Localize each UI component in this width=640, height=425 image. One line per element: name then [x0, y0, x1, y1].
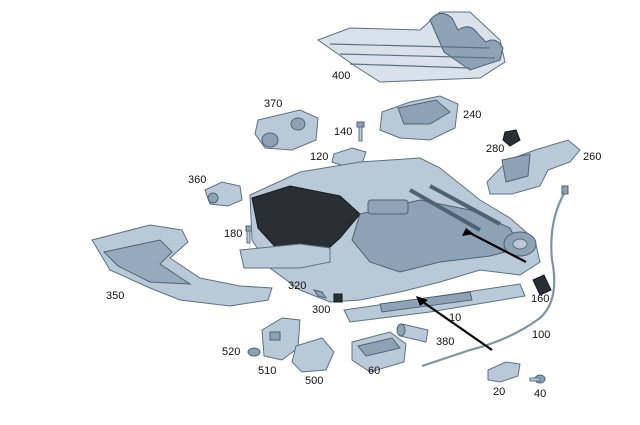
part-60-motor	[351, 331, 407, 373]
part-140-bolt	[356, 121, 365, 142]
part-main-seat-frame	[249, 157, 541, 303]
part-300-fastener	[333, 293, 343, 303]
part-350-front-pan	[91, 224, 273, 307]
label-240: 240	[463, 109, 481, 121]
label-10: 10	[449, 312, 461, 324]
label-100: 100	[532, 329, 550, 341]
part-400-spring-mat	[316, 11, 506, 83]
label-400: 400	[332, 70, 350, 82]
label-40: 40	[534, 388, 546, 400]
label-360: 360	[188, 174, 206, 186]
label-350: 350	[106, 290, 124, 302]
part-260-side-bracket	[486, 139, 581, 195]
part-240-bracket	[379, 95, 459, 141]
label-120: 120	[310, 151, 328, 163]
leader-arrow-10	[416, 296, 493, 351]
label-180: 180	[224, 228, 242, 240]
part-100-cable	[421, 185, 569, 368]
leader-arrow-160	[462, 228, 527, 263]
part-40-bolt	[529, 374, 546, 384]
label-370: 370	[264, 98, 282, 110]
label-20: 20	[493, 386, 505, 398]
label-380: 380	[436, 336, 454, 348]
label-520: 520	[222, 346, 240, 358]
label-280: 280	[486, 143, 504, 155]
part-500-module	[291, 337, 335, 373]
part-160-end-cap	[532, 274, 552, 296]
part-20-clip	[487, 361, 521, 383]
part-520-washer	[247, 347, 261, 357]
label-500: 500	[305, 375, 323, 387]
label-510: 510	[258, 365, 276, 377]
part-360-latch	[204, 181, 243, 207]
part-370-motor-unit	[254, 109, 319, 151]
label-160: 160	[531, 293, 549, 305]
part-seat-rails	[239, 243, 526, 323]
label-260: 260	[583, 151, 601, 163]
part-320-screw	[312, 289, 328, 299]
part-280-connector	[502, 129, 521, 147]
label-300: 300	[312, 304, 330, 316]
label-320: 320	[288, 280, 306, 292]
label-140: 140	[334, 126, 352, 138]
label-60: 60	[368, 365, 380, 377]
part-380-cylinder	[396, 323, 429, 343]
